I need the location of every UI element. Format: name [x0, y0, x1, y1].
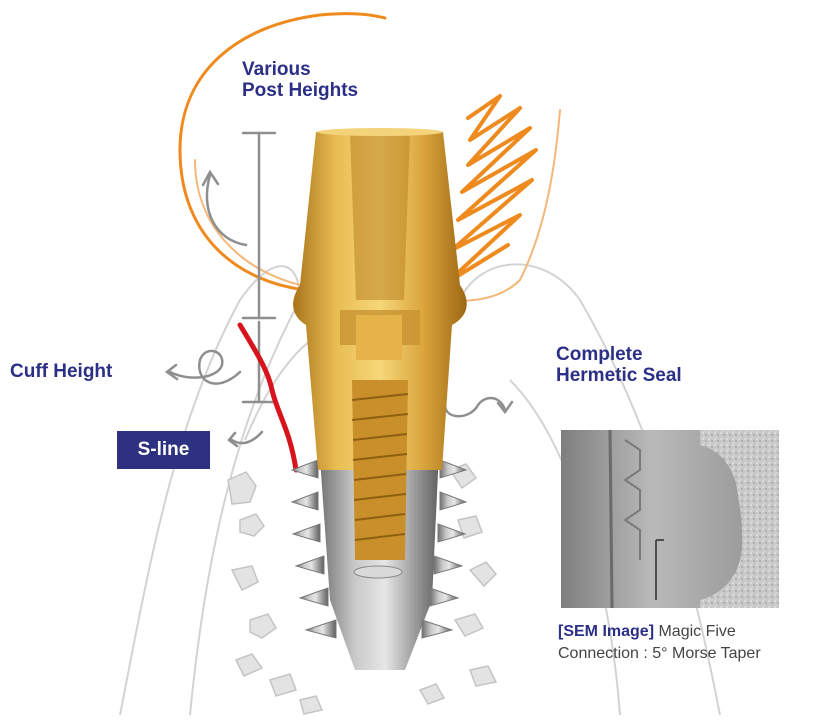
label-cuff-height: Cuff Height	[10, 362, 112, 383]
label-various-post-heights: Various Post Heights	[242, 60, 358, 102]
label-post-line2: Post Heights	[242, 81, 358, 102]
sem-caption-bold: [SEM Image]	[558, 623, 654, 640]
s-line-badge: S-line	[117, 431, 210, 469]
label-hermetic-seal: Complete Hermetic Seal	[556, 345, 682, 387]
sem-caption-line2: Connection : 5° Morse Taper	[558, 643, 761, 665]
sem-image	[561, 430, 779, 608]
label-seal-line1: Complete	[556, 345, 682, 366]
s-line-curve	[240, 325, 296, 470]
label-cuff-text: Cuff Height	[10, 362, 112, 383]
s-line-badge-text: S-line	[138, 439, 190, 461]
label-post-line1: Various	[242, 60, 358, 81]
sem-caption-line1: [SEM Image] Magic Five	[558, 621, 761, 643]
label-seal-line2: Hermetic Seal	[556, 366, 682, 387]
sem-caption: [SEM Image] Magic Five Connection : 5° M…	[558, 621, 761, 664]
sem-caption-rest: Magic Five	[658, 623, 735, 640]
